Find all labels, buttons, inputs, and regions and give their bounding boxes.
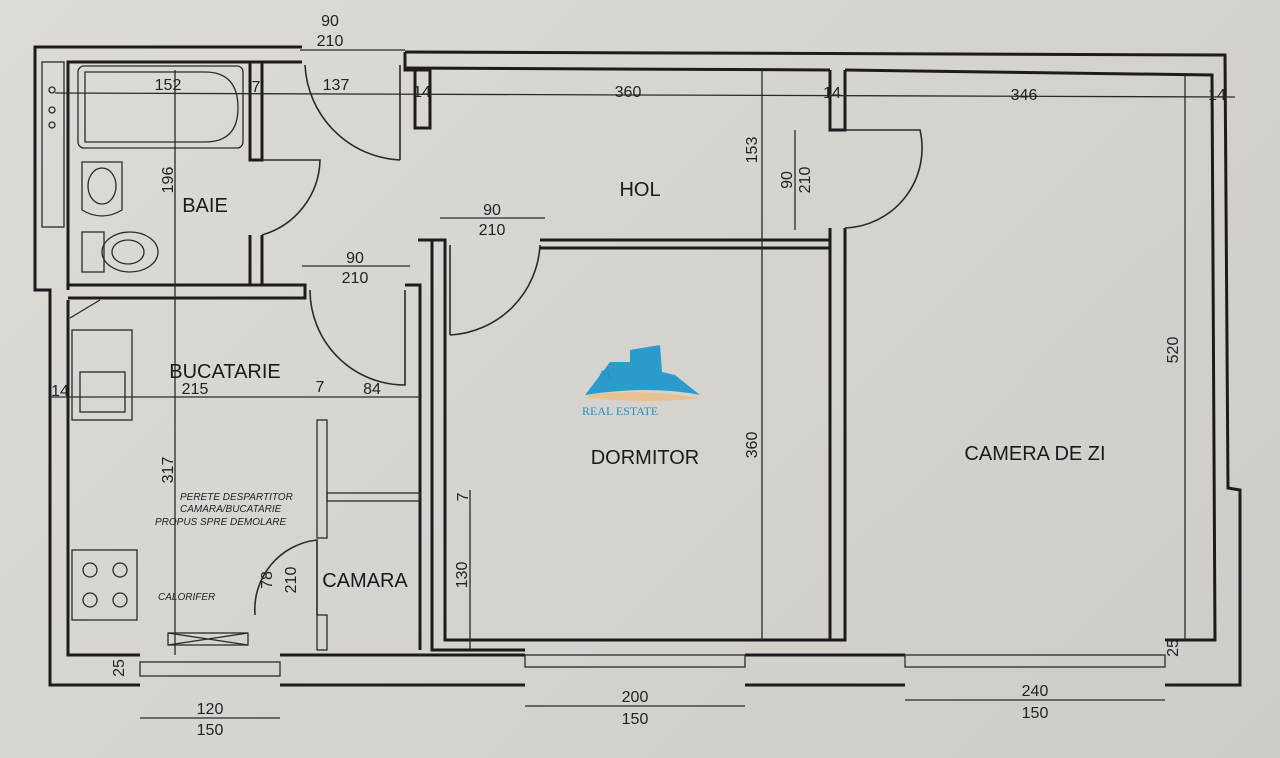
- stove: [71, 549, 138, 621]
- room-label-camara: CAMARA: [322, 570, 408, 592]
- dim-door-camara-height: 210: [283, 567, 300, 594]
- room-label-hol: HOL: [619, 179, 660, 201]
- logo-text: REAL ESTATE: [582, 404, 658, 418]
- dim-camara-width: 84: [363, 381, 381, 398]
- dim-wall-14a: 14: [413, 84, 431, 101]
- dim-baie-wall: 7: [252, 79, 261, 96]
- dim-zi-width: 346: [1011, 87, 1038, 104]
- dim-hol-height: 153: [744, 137, 761, 164]
- dim-window-dormitor-width: 200: [622, 689, 649, 706]
- dim-entry-width: 137: [323, 77, 350, 94]
- dim-buc-height: 317: [160, 457, 177, 484]
- dim-wall-14d: 14: [51, 383, 69, 400]
- dim-baie-width: 152: [155, 77, 182, 94]
- dim-window-zi-width: 240: [1022, 683, 1049, 700]
- toilet: [81, 231, 105, 273]
- real-estate-logo: AL REAL ESTATE: [582, 345, 700, 418]
- dim-door-entry-width: 90: [321, 13, 339, 30]
- room-label-dormitor: DORMITOR: [591, 447, 700, 469]
- dim-window-zi-height: 150: [1022, 705, 1049, 722]
- dim-hol-width: 360: [615, 84, 642, 101]
- shaft: [41, 61, 65, 228]
- dim-door-zi-height: 210: [797, 167, 814, 194]
- dim-wall-7: 7: [316, 379, 325, 396]
- dim-baie-height: 196: [160, 167, 177, 194]
- dim-door-camara-width: 78: [259, 571, 276, 589]
- dim-buc-width: 215: [182, 381, 209, 398]
- outer-walls: [33, 45, 1242, 687]
- dim-camara-wall: 7: [455, 492, 472, 501]
- note-radiator: CALORIFER: [158, 592, 215, 603]
- dim-door-dormitor-height: 210: [479, 222, 506, 239]
- interior-walls: [68, 52, 847, 652]
- sink: [81, 161, 123, 217]
- note-wall-line3: PROPUS SPRE DEMOLARE: [155, 517, 286, 528]
- dim-door-zi-width: 90: [779, 171, 796, 189]
- dimension-lines: [50, 49, 1236, 719]
- dim-window-dormitor-height: 150: [622, 711, 649, 728]
- dim-door-entry-height: 210: [317, 33, 344, 50]
- doors: [254, 64, 923, 616]
- dim-wall-25a: 25: [111, 659, 128, 677]
- dim-window-buc-height: 150: [197, 722, 224, 739]
- room-label-bucatarie: BUCATARIE: [169, 361, 281, 383]
- dim-dormitor-height: 360: [744, 432, 761, 459]
- dim-camara-height: 130: [454, 562, 471, 589]
- logo-letters: AL: [598, 367, 614, 381]
- radiator: [167, 632, 249, 646]
- dimension-labels: 90 210 152 7 137 14 360 14 346 14 196 15…: [51, 13, 1226, 739]
- dim-door-buc-height: 210: [342, 270, 369, 287]
- dim-wall-25b: 25: [1165, 639, 1182, 657]
- dim-wall-14b: 14: [823, 85, 841, 102]
- room-label-camera-de-zi: CAMERA DE ZI: [964, 443, 1105, 465]
- kitchen-sink: [71, 329, 133, 421]
- dim-zi-height: 520: [1165, 337, 1182, 364]
- fixtures: [41, 61, 249, 646]
- dim-door-buc-width: 90: [346, 250, 364, 267]
- dim-window-buc-width: 120: [197, 701, 224, 718]
- note-wall-line1: PERETE DESPARTITOR: [180, 492, 293, 503]
- note-wall-line2: CAMARA/BUCATARIE: [180, 504, 282, 515]
- bathtub: [77, 65, 244, 149]
- dim-door-dormitor-width: 90: [483, 202, 501, 219]
- dim-wall-14c: 14: [1208, 87, 1226, 104]
- room-label-baie: BAIE: [182, 195, 228, 217]
